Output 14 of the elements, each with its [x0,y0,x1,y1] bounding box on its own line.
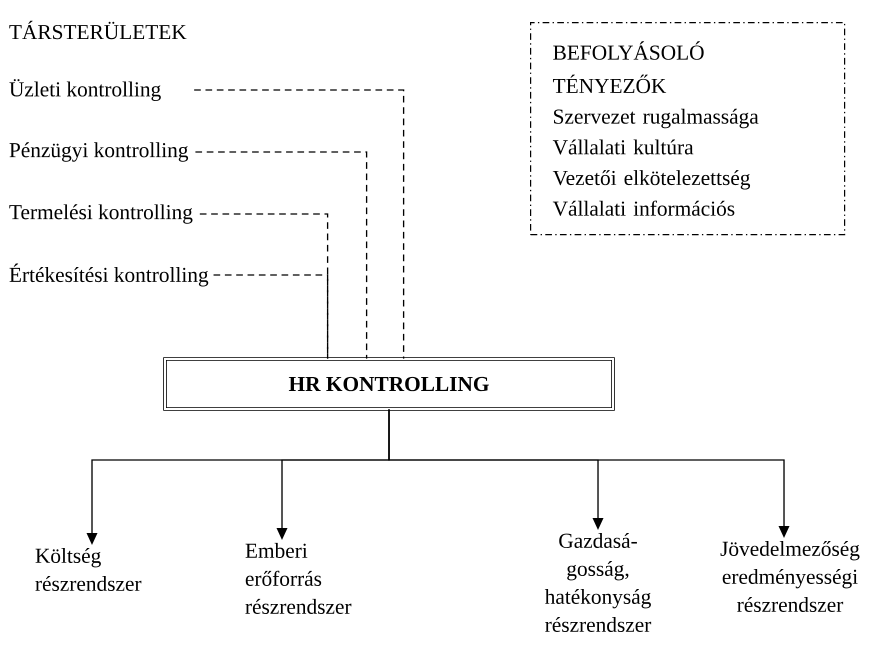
text-label: Értékesítési kontrolling [10,264,208,286]
dashed-connector [214,274,328,359]
dashed-connector [195,151,368,359]
text-label: Pénzügyi kontrolling [10,142,188,162]
text-label: Üzleti kontrolling [9,79,161,101]
text-label: Jövedelmezőség eredményességi részrendszer [720,540,860,612]
text-label: Emberi erőforrás részrendszer [245,542,352,614]
text-label: Termelési kontrolling [9,204,193,224]
factor-box: BEFOLYÁSOLÓ TÉNYEZŐK Szervezet rugalmassága Vállalati kultúra Vezetői elkötelezettség Vállalati információs [530,22,846,236]
heading: TÁRSTERÜLETEK [9,20,186,40]
dashed-connector [194,89,404,359]
process-box: HR KONTROLLING [163,357,615,411]
text-label: Gazdasá- gosság, hatékonyság részrendszer [544,532,652,632]
text-label: Költség részrendszer [35,548,142,591]
